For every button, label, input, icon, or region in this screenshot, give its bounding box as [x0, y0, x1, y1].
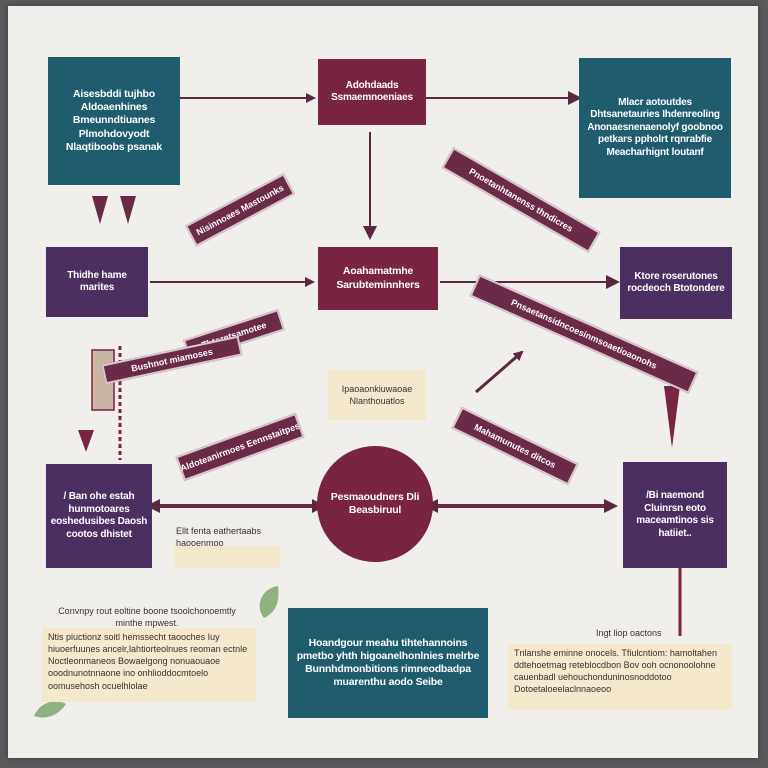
- center-circle: Pesmaoudners Dli Beasbiruul: [317, 446, 433, 562]
- center-note-text: Ipaoaonkiuwaoae Nlanthouatlos: [341, 383, 413, 406]
- bottom-left-box-text: / Ban ohe estah hunmotoares eoshedusibes…: [50, 491, 148, 540]
- left-note: Ellt fenta eathertaabs haooenmoo: [170, 522, 300, 548]
- mid-right-box: Ktore roserutones rocdeoch Btotondere: [620, 247, 732, 319]
- left-note-box: [174, 546, 280, 568]
- note-bottom-right: Tnlanshe eminne onocels. Tfiulcntiom: ha…: [508, 644, 732, 710]
- bottom-center-box-text: Hoandgour meahu tihtehannoins pmetbo yht…: [296, 636, 480, 689]
- spike-decoration: [78, 430, 94, 452]
- mid-left-box: Thidhe hame marites: [46, 247, 148, 317]
- caption-left-text: Convnpy rout eoltine boone tsoolchonoemt…: [58, 606, 236, 629]
- spike-decoration: [664, 386, 680, 448]
- bottom-right-box-text: /Bi naemond Cluinrsn eoto maceamtinos si…: [636, 490, 714, 539]
- top-left-box-text: Aisesbddi tujhbo Aldoaenhines Bmeunndtiu…: [65, 88, 163, 153]
- center-note: Ipaoaonkiuwaoae Nlanthouatlos: [328, 370, 426, 420]
- bottom-center-box: Hoandgour meahu tihtehannoins pmetbo yht…: [288, 608, 488, 718]
- caption-left: Convnpy rout eoltine boone tsoolchonoemt…: [42, 602, 252, 632]
- spike-decoration: [92, 196, 108, 224]
- mid-right-box-text: Ktore roserutones rocdeoch Btotondere: [627, 270, 725, 295]
- note-bottom-right-text: Tnlanshe eminne onocels. Tfiulcntiom: ha…: [514, 648, 717, 695]
- caption-right: Ingt liop oactons: [590, 624, 710, 638]
- bottom-left-box: / Ban ohe estah hunmotoares eoshedusibes…: [46, 464, 152, 568]
- connector-diagonal: [475, 350, 524, 394]
- left-note-text: Ellt fenta eathertaabs haooenmoo: [176, 526, 262, 549]
- note-bottom-left: Ntis piuctionz soitl hemssecht taooches …: [42, 628, 256, 702]
- top-left-box: Aisesbddi tujhbo Aldoaenhines Bmeunndtiu…: [48, 57, 180, 185]
- center-circle-text: Pesmaoudners Dli Beasbiruul: [330, 490, 420, 516]
- leaf-decoration: [34, 701, 66, 718]
- mid-left-box-text: Thidhe hame marites: [67, 269, 127, 294]
- top-right-box-text: Mlacr aotoutdes Dhtsanetauries Ihdenreol…: [587, 96, 723, 158]
- spike-decoration: [120, 196, 136, 224]
- top-center-box-text: Adohdaads Ssmaemnoeniaes: [331, 79, 413, 104]
- bottom-right-box: /Bi naemond Cluinrsn eoto maceamtinos si…: [623, 462, 727, 568]
- top-right-box: Mlacr aotoutdes Dhtsanetauries Ihdenreol…: [579, 58, 731, 198]
- note-bottom-left-text: Ntis piuctionz soitl hemssecht taooches …: [48, 632, 248, 691]
- connector-layer: [34, 91, 682, 718]
- diagram-board: Aisesbddi tujhbo Aldoaenhines Bmeunndtiu…: [8, 6, 758, 758]
- caption-right-text: Ingt liop oactons: [596, 628, 662, 638]
- leaf-decoration: [259, 586, 279, 618]
- center-box: Aoahamatmhe Sarubteminnhers: [318, 247, 438, 310]
- top-center-box: Adohdaads Ssmaemnoeniaes: [318, 59, 426, 125]
- center-box-text: Aoahamatmhe Sarubteminnhers: [336, 265, 420, 291]
